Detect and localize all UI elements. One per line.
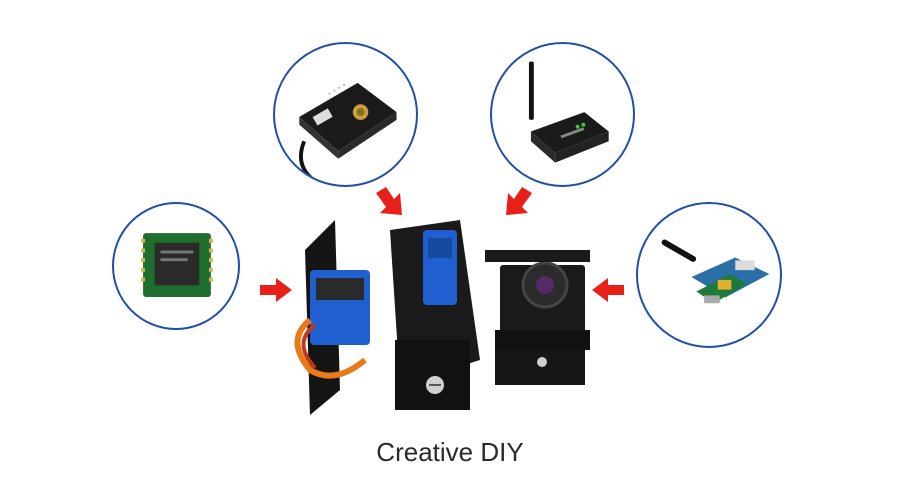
arrow-down-left-icon [506,187,532,215]
arrow-down-right-icon [376,187,402,215]
caption-text: Creative DIY [376,437,524,467]
pan-tilt-camera-kit-icon [294,220,590,415]
antenna-board-icon [661,239,770,304]
arrow-right-icon [260,278,292,302]
wireless-router-icon [528,61,609,163]
wifi-chip-circle [112,202,240,330]
antenna-board-circle [636,202,782,348]
arduino-shield-circle [273,42,418,187]
arrow-left-icon [592,278,624,302]
wireless-router-circle [490,42,635,187]
arduino-shield-icon [299,82,397,182]
wifi-chip-icon [141,233,213,297]
